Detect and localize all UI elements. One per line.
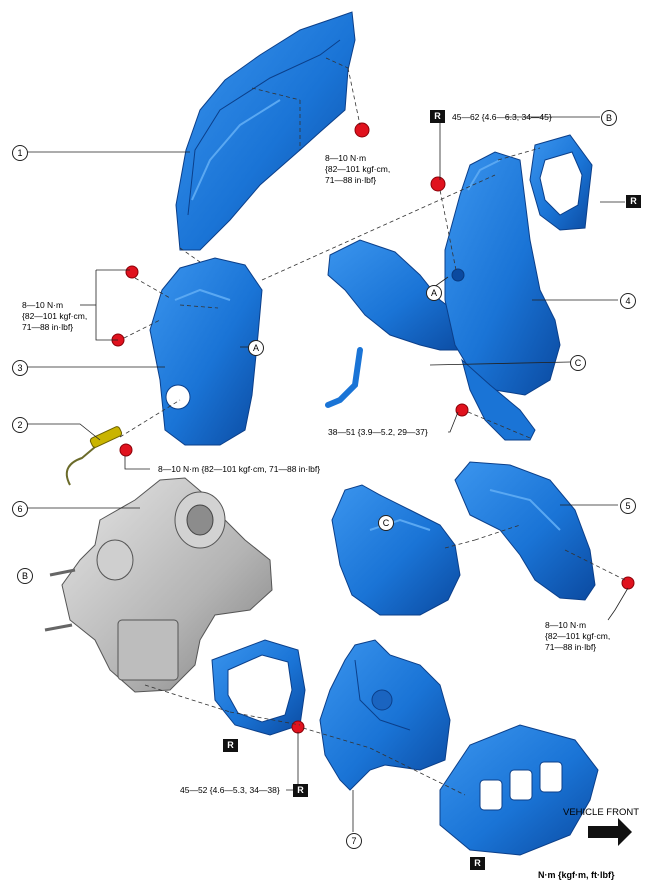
torque-spec-turbo-shield: 8—10 N·m {82—101 kgf·cm, 71—88 in·lbf} xyxy=(22,300,87,333)
ref-a-converter: A xyxy=(426,285,442,301)
exhaust-manifold xyxy=(319,639,451,791)
torque-line: 8—10 N·m xyxy=(545,620,587,630)
torque-spec-converter-nut: 45—62 {4.6—6.3, 34—45} xyxy=(452,112,552,122)
turbocharger xyxy=(44,477,273,693)
torque-line: {82—101 kgf·cm, xyxy=(545,631,611,641)
torque-line: 71—88 in·lbf} xyxy=(545,642,597,652)
replace-badge: R xyxy=(223,739,238,752)
ref-b-turbo: B xyxy=(17,568,33,584)
upper-heat-shield xyxy=(175,11,356,251)
callout-1: 1 xyxy=(12,145,28,161)
replace-badge: R xyxy=(626,195,641,208)
warm-up-converter xyxy=(325,151,561,441)
turbo-gasket xyxy=(211,639,306,736)
torque-spec-upper-shield: 8—10 N·m {82—101 kgf·cm, 71—88 in·lbf} xyxy=(325,153,390,186)
torque-spec-converter-shield: 8—10 N·m {82—101 kgf·cm, 71—88 in·lbf} xyxy=(545,620,610,653)
oxygen-sensor xyxy=(65,426,123,486)
torque-line: 71—88 in·lbf} xyxy=(325,175,377,185)
torque-line: 8—10 N·m xyxy=(22,300,64,310)
converter-gasket xyxy=(529,134,593,231)
torque-spec-lower-bolt: 8—10 N·m {82—101 kgf·cm, 71—88 in·lbf} xyxy=(158,464,321,474)
torque-line: 71—88 in·lbf} xyxy=(22,322,74,332)
torque-line: 8—10 N·m xyxy=(325,153,367,163)
vehicle-front-arrow-icon xyxy=(588,818,632,846)
replace-badge: R xyxy=(470,857,485,870)
torque-spec-converter-bracket: 38—51 {3.9—5.2, 29—37} xyxy=(328,427,428,437)
turbo-heat-shield xyxy=(149,257,263,446)
replace-badge: R xyxy=(430,110,445,123)
callout-4: 4 xyxy=(620,293,636,309)
ref-c-converter: C xyxy=(570,355,586,371)
callout-3: 3 xyxy=(12,360,28,376)
callout-7: 7 xyxy=(346,833,362,849)
torque-line: {82—101 kgf·cm, xyxy=(22,311,88,321)
ref-c-shield: C xyxy=(378,515,394,531)
ref-b-gasket: B xyxy=(601,110,617,126)
ref-a-heat-shield: A xyxy=(248,340,264,356)
callout-6: 6 xyxy=(12,501,28,517)
vehicle-front-label: VEHICLE FRONT xyxy=(563,807,640,818)
converter-heat-shield xyxy=(331,461,596,616)
replace-badge: R xyxy=(293,784,308,797)
callout-2: 2 xyxy=(12,417,28,433)
torque-spec-manifold-nut: 45—52 {4.6—5.3, 34—38} xyxy=(180,785,280,795)
alignment-lines xyxy=(119,57,626,796)
callout-5: 5 xyxy=(620,498,636,514)
units-legend: N·m {kgf·m, ft·lbf} xyxy=(538,870,615,880)
torque-line: {82—101 kgf·cm, xyxy=(325,164,391,174)
manifold-gasket xyxy=(439,724,599,856)
leader-lines xyxy=(27,116,629,832)
